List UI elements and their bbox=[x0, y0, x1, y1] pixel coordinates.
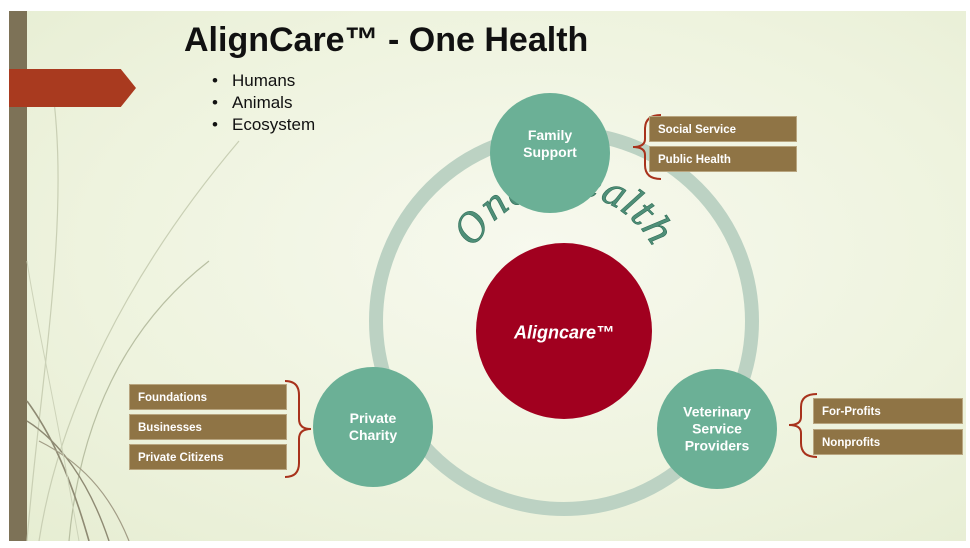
one-health-diagram: One Health bbox=[284, 93, 818, 516]
bullet-text: Humans bbox=[232, 71, 296, 90]
bracket-left bbox=[284, 380, 312, 478]
tag-businesses: Businesses bbox=[129, 414, 287, 440]
node-label-private-charity: Private Charity bbox=[348, 410, 398, 443]
bullet-item: •Humans bbox=[212, 71, 296, 90]
bracket-top bbox=[632, 114, 662, 180]
bullet-text: Ecosystem bbox=[232, 115, 316, 134]
tag-social-service: Social Service bbox=[649, 116, 797, 142]
node-veterinary-service-providers bbox=[657, 369, 777, 489]
bracket-right bbox=[788, 393, 818, 458]
bullet-text: Animals bbox=[232, 93, 293, 112]
arrow-tab bbox=[9, 69, 136, 107]
center-circle bbox=[476, 243, 652, 419]
tag-nonprofits: Nonprofits bbox=[813, 429, 963, 455]
node-private-charity bbox=[313, 367, 433, 487]
decorative-curves bbox=[26, 100, 240, 541]
tag-foundations: Foundations bbox=[129, 384, 287, 410]
left-sidebar-bar bbox=[9, 11, 27, 541]
bullet-list: •Humans •Animals •Ecosystem bbox=[212, 70, 315, 136]
tag-public-health: Public Health bbox=[649, 146, 797, 172]
tag-private-citizens: Private Citizens bbox=[129, 444, 287, 470]
bullet-item: •Animals bbox=[212, 93, 293, 112]
bullet-item: •Ecosystem bbox=[212, 115, 316, 134]
slide: AlignCare™ - One Health •Humans •Animals… bbox=[9, 11, 966, 541]
tag-for-profits: For-Profits bbox=[813, 398, 963, 424]
slide-title: AlignCare™ - One Health bbox=[184, 21, 589, 59]
node-label-veterinary: Veterinary Service Providers bbox=[683, 403, 751, 454]
node-label-family-support: Family Support bbox=[523, 127, 577, 160]
node-family-support bbox=[490, 93, 610, 213]
center-label: Aligncare™ bbox=[513, 322, 615, 343]
